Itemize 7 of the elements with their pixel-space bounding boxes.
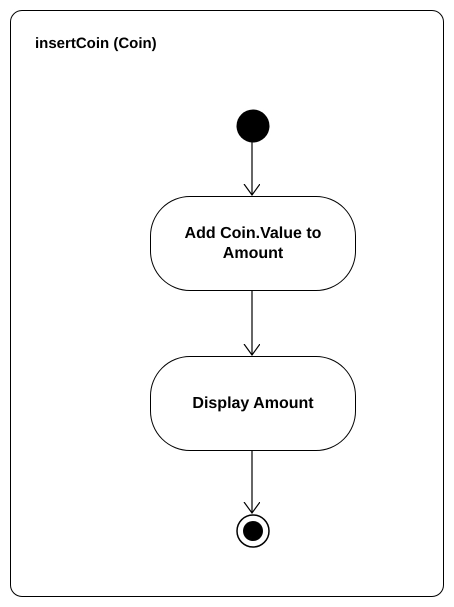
- arrow: [243, 290, 261, 356]
- action-node: Add Coin.Value to Amount: [150, 196, 356, 291]
- action-node: Display Amount: [150, 356, 356, 451]
- arrow: [243, 450, 261, 514]
- activity-frame: [10, 10, 444, 597]
- arrow: [243, 142, 261, 196]
- activity-title: insertCoin (Coin): [35, 35, 157, 52]
